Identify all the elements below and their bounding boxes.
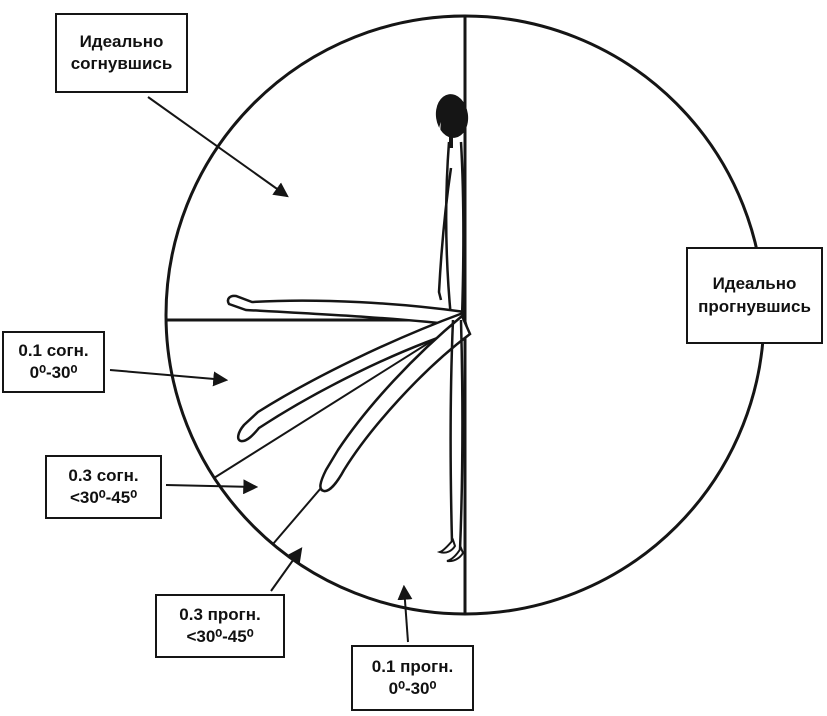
- leg-30deg: [236, 311, 469, 443]
- label-deduction-01-arched: 0.1 прогн. 0⁰-30⁰: [351, 645, 474, 711]
- pointer-arrows: [109, 96, 413, 643]
- leg-horizontal: [226, 294, 467, 328]
- arrow-arched-01: [397, 584, 413, 643]
- arm: [437, 167, 453, 301]
- sector-boundary-30: [213, 319, 466, 479]
- foot-left: [436, 538, 457, 554]
- leg-45deg: [319, 313, 472, 493]
- skater-figure: [226, 94, 472, 563]
- arrow-ideal-bent: [147, 96, 289, 198]
- arrow-arched-03: [270, 547, 303, 592]
- label-ideal-bent: Идеально согнувшись: [55, 13, 188, 93]
- face: [438, 122, 443, 142]
- label-ideal-arched: Идеально прогнувшись: [686, 247, 823, 344]
- legs-vertical: [449, 319, 464, 551]
- label-deduction-01-bent: 0.1 согн. 0⁰-30⁰: [2, 331, 105, 393]
- label-deduction-03-bent: 0.3 согн. <30⁰-45⁰: [45, 455, 162, 519]
- arrow-bent-03: [165, 479, 259, 495]
- arrow-bent-01: [109, 369, 229, 387]
- foot-right: [446, 545, 465, 563]
- head: [435, 94, 469, 138]
- torso: [444, 141, 465, 319]
- label-deduction-03-arched: 0.3 прогн. <30⁰-45⁰: [155, 594, 285, 658]
